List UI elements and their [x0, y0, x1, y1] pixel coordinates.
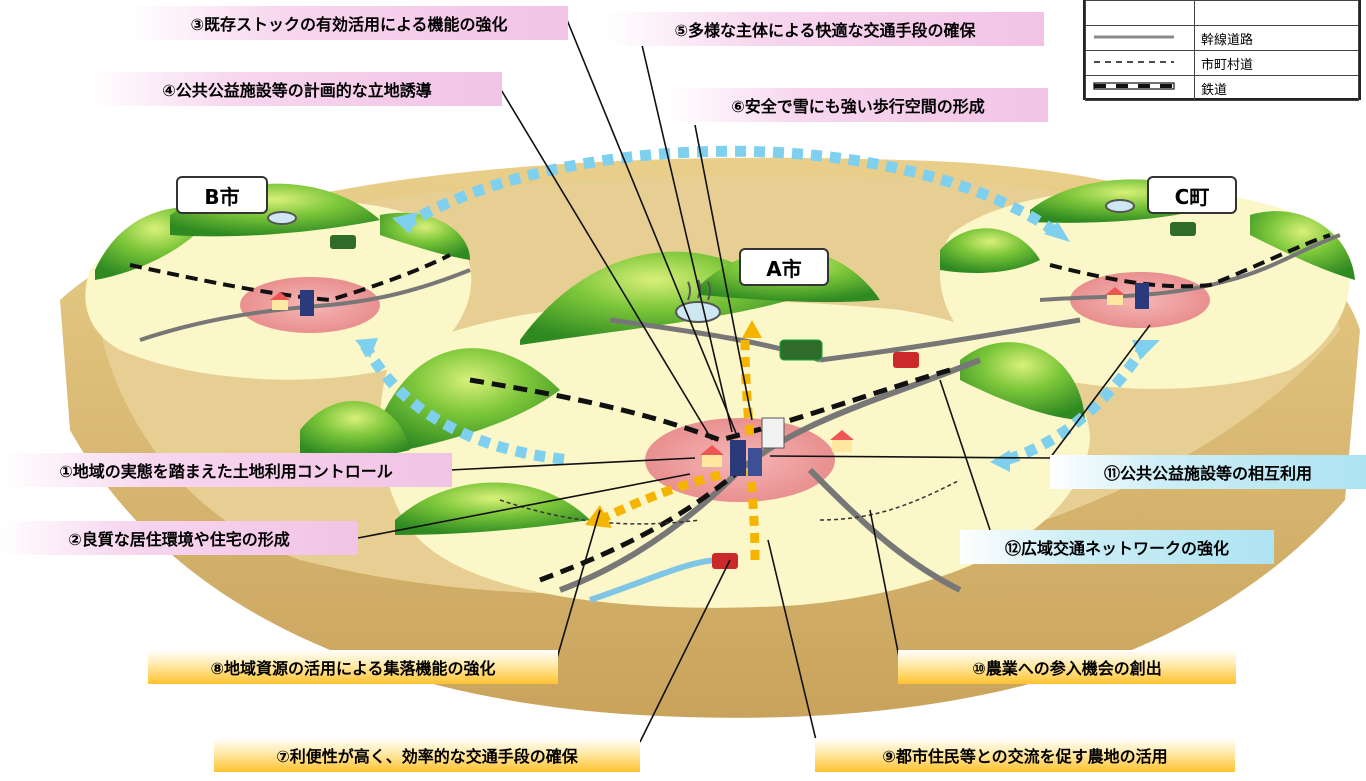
legend-symbol-blank: [1085, 0, 1195, 26]
callout-farmland-exchange: ⑨都市住民等との交流を促す農地の活用: [815, 738, 1235, 772]
legend-row-railway: 鉄道: [1085, 75, 1359, 101]
place-label-b-city: B市: [176, 176, 268, 214]
callout-facility-siting: ④公共公益施設等の計画的な立地誘導: [92, 72, 502, 106]
callout-walking-space: ⑥安全で雪にも強い歩行空間の形成: [668, 88, 1048, 122]
b-city-buildings: [270, 290, 314, 316]
b-city-region: [85, 183, 472, 380]
legend-label-municipal-road: 市町村道: [1194, 50, 1359, 76]
place-label-c-town: C町: [1147, 176, 1237, 214]
callout-existing-stock: ③既存ストックの有効活用による機能の強化: [130, 6, 568, 40]
place-label-a-city: A市: [739, 248, 829, 286]
legend-row-municipal-road: 市町村道: [1085, 50, 1359, 76]
map-legend: 幹線道路 市町村道 鉄道: [1083, 0, 1361, 101]
arrow-heads: [355, 212, 1160, 528]
callout-land-use-control: ①地域の実態を踏まえた土地利用コントロール: [0, 453, 452, 487]
legend-label-railway: 鉄道: [1194, 75, 1359, 101]
trunk-road-symbol: [1085, 25, 1195, 51]
legend-row-trunk-road: 幹線道路: [1085, 25, 1359, 51]
callout-farming-entry: ⑩農業への参入機会の創出: [898, 650, 1236, 684]
railway-symbol: [1085, 75, 1195, 101]
wide-area-links: [360, 145, 1150, 466]
c-town-buildings: [1105, 283, 1149, 309]
legend-label-trunk-road: 幹線道路: [1194, 25, 1359, 51]
leader-lines: [357, 14, 1151, 743]
callout-quality-residential: ②良質な居住環境や住宅の形成: [0, 521, 358, 555]
vehicles: [330, 222, 1196, 569]
a-city-buildings: [700, 417, 854, 476]
callout-facility-sharing: ⑪公共公益施設等の相互利用: [1050, 455, 1366, 489]
legend-label-blank: [1194, 0, 1359, 26]
hot-spring-icons: [267, 199, 1135, 323]
legend-header-row: [1085, 0, 1359, 26]
callout-efficient-transport: ⑦利便性が高く、効率的な交通手段の確保: [214, 738, 640, 772]
callout-diverse-transport: ⑤多様な主体による快適な交通手段の確保: [606, 12, 1044, 46]
callout-wide-area-network: ⑫広域交通ネットワークの強化: [960, 530, 1274, 564]
municipal-road-symbol: [1085, 50, 1195, 76]
callout-settlement-function: ⑧地域資源の活用による集落機能の強化: [148, 650, 558, 684]
